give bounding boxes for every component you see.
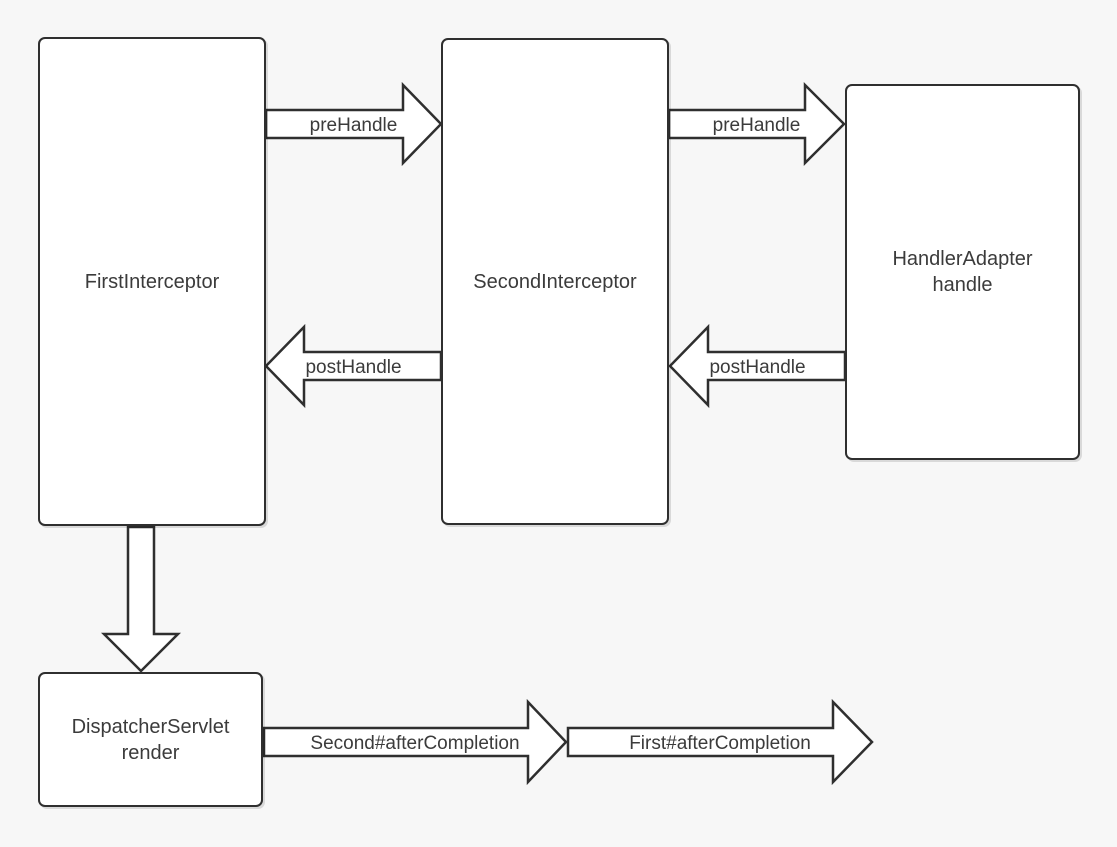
node-first-interceptor-label: FirstInterceptor — [84, 270, 220, 293]
render-first-to-dispatcher-arrow — [100, 525, 182, 673]
node-handler-adapter-label-line1: HandlerAdapter — [892, 248, 1033, 270]
posthandle-second-to-first-arrow — [264, 323, 443, 409]
prehandle-first-to-second-arrow — [264, 81, 443, 167]
posthandle-adapter-to-second-arrow — [668, 323, 847, 409]
node-dispatcher-servlet: DispatcherServlet render — [38, 672, 263, 807]
node-first-interceptor: FirstInterceptor — [38, 37, 266, 526]
first-after-completion-arrow — [566, 698, 874, 786]
node-dispatcher-servlet-label-line2: render — [121, 741, 180, 764]
node-second-interceptor-label: SecondInterceptor — [473, 270, 637, 293]
second-after-completion-arrow — [262, 698, 568, 786]
node-dispatcher-servlet-label-line1: DispatcherServlet — [71, 715, 230, 738]
prehandle-second-to-adapter-arrow — [667, 81, 846, 167]
node-second-interceptor: SecondInterceptor — [441, 38, 669, 525]
node-handler-adapter-label-line2: handle — [932, 274, 993, 296]
node-handler-adapter: HandlerAdapter handle — [845, 84, 1080, 460]
